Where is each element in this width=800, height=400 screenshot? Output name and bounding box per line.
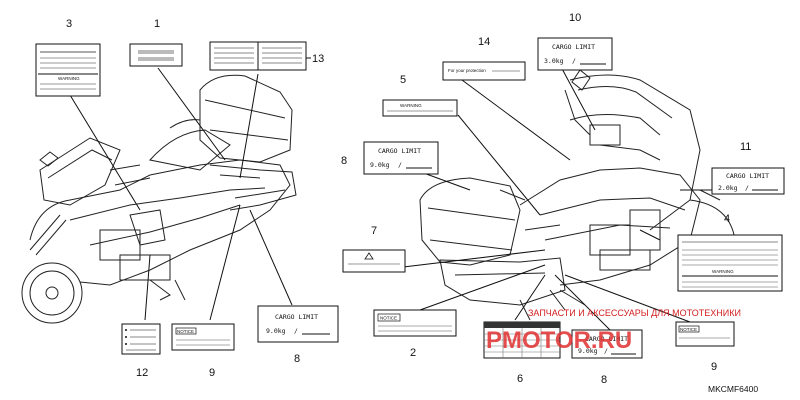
label-9-left-notice-text: NOTICE bbox=[177, 329, 194, 334]
label-2-notice-text: NOTICE bbox=[380, 316, 397, 321]
label-8-mid-cargo-weight: 9.0kg bbox=[370, 161, 390, 169]
watermark-logo: PMOTOR.RU bbox=[486, 327, 632, 354]
callout-11: 11 bbox=[740, 141, 751, 153]
callout-8-bottom-right: 8 bbox=[601, 374, 607, 386]
label-3-warning-decal: WARNING bbox=[35, 43, 101, 97]
label-8-bottom-cargo-weight: 9.0kg bbox=[578, 347, 598, 355]
label-9-notice-right: NOTICE bbox=[675, 321, 735, 347]
label-11-cargo-title: CARGO LIMIT bbox=[726, 172, 769, 180]
right-motorcycle-illustration bbox=[419, 69, 736, 321]
callout-1: 1 bbox=[154, 18, 160, 30]
label-8-mid-cargo-title: CARGO LIMIT bbox=[378, 147, 421, 155]
label-8-cargo-limit-middle: CARGO LIMIT 9.0kg / bbox=[363, 141, 439, 175]
label-14-protection-text: For your protection bbox=[448, 68, 486, 73]
label-6-tire-info bbox=[483, 321, 561, 359]
label-11-cargo-weight: 2.0kg bbox=[718, 184, 738, 192]
label-10-cargo-weight: 3.0kg bbox=[544, 57, 564, 65]
callout-2: 2 bbox=[410, 347, 416, 359]
label-8-bottom-cargo-title: CARGO LIMIT bbox=[585, 335, 628, 343]
label-13-table-decal bbox=[209, 41, 307, 71]
label-8-left-slash: / bbox=[294, 327, 298, 335]
label-4-warning-block: WARNING bbox=[677, 234, 783, 292]
label-8-left-cargo-title: CARGO LIMIT bbox=[275, 313, 318, 321]
callout-numbers: 3 1 13 14 10 5 8 11 7 4 2 6 8 12 9 8 9 bbox=[66, 12, 751, 386]
callout-10: 10 bbox=[569, 12, 581, 24]
label-8-mid-slash: / bbox=[398, 161, 402, 169]
left-motorcycle-illustration bbox=[21, 74, 297, 324]
label-1-decal bbox=[129, 43, 183, 67]
label-12-checklist bbox=[121, 323, 161, 355]
leader-lines bbox=[69, 64, 715, 331]
label-2-notice: NOTICE bbox=[373, 309, 457, 337]
label-9-right-notice-text: NOTICE bbox=[680, 327, 697, 332]
callout-3: 3 bbox=[66, 18, 72, 30]
callout-9-left: 9 bbox=[209, 367, 215, 379]
watermark: ЗАПЧАСТИ И АКСЕССУАРЫ ДЛЯ МОТОТЕХНИКИ PM… bbox=[486, 308, 741, 354]
label-8-cargo-limit-bottom: CARGO LIMIT 9.0kg / bbox=[571, 329, 643, 359]
label-8-left-cargo-weight: 9.0kg bbox=[266, 327, 286, 335]
label-5-warning-strip: WARNING bbox=[382, 99, 458, 117]
label-9-notice-left: NOTICE bbox=[171, 323, 235, 351]
label-10-slash: / bbox=[572, 57, 576, 65]
label-10-cargo-title: CARGO LIMIT bbox=[552, 43, 595, 51]
label-10-cargo-limit: CARGO LIMIT 3.0kg / bbox=[537, 37, 613, 71]
label-11-slash: / bbox=[745, 184, 749, 192]
label-3-warning-text: WARNING bbox=[58, 76, 80, 81]
label-8-bottom-slash: / bbox=[604, 347, 608, 355]
label-4-warning-text: WARNING bbox=[712, 269, 734, 274]
callout-14: 14 bbox=[478, 36, 490, 48]
callout-6: 6 bbox=[517, 373, 523, 385]
callout-7: 7 bbox=[371, 225, 377, 237]
label-5-warning-text: WARNING bbox=[400, 103, 422, 108]
callout-9-right: 9 bbox=[711, 361, 717, 373]
callout-8-middle: 8 bbox=[341, 155, 347, 167]
callout-5: 5 bbox=[400, 74, 406, 86]
watermark-text: ЗАПЧАСТИ И АКСЕССУАРЫ ДЛЯ МОТОТЕХНИКИ bbox=[528, 308, 741, 318]
label-8-cargo-limit-left: CARGO LIMIT 9.0kg / bbox=[257, 305, 339, 343]
diagram-code: MKCMF6400 bbox=[708, 384, 758, 394]
callout-13: 13 bbox=[312, 53, 324, 65]
callout-8-left: 8 bbox=[294, 353, 300, 365]
label-11-cargo-limit: CARGO LIMIT 2.0kg / bbox=[711, 167, 785, 195]
callout-4: 4 bbox=[724, 213, 730, 225]
label-14-protection-decal: For your protection bbox=[442, 61, 526, 81]
label-7-decal bbox=[342, 249, 406, 273]
callout-12: 12 bbox=[136, 367, 148, 379]
